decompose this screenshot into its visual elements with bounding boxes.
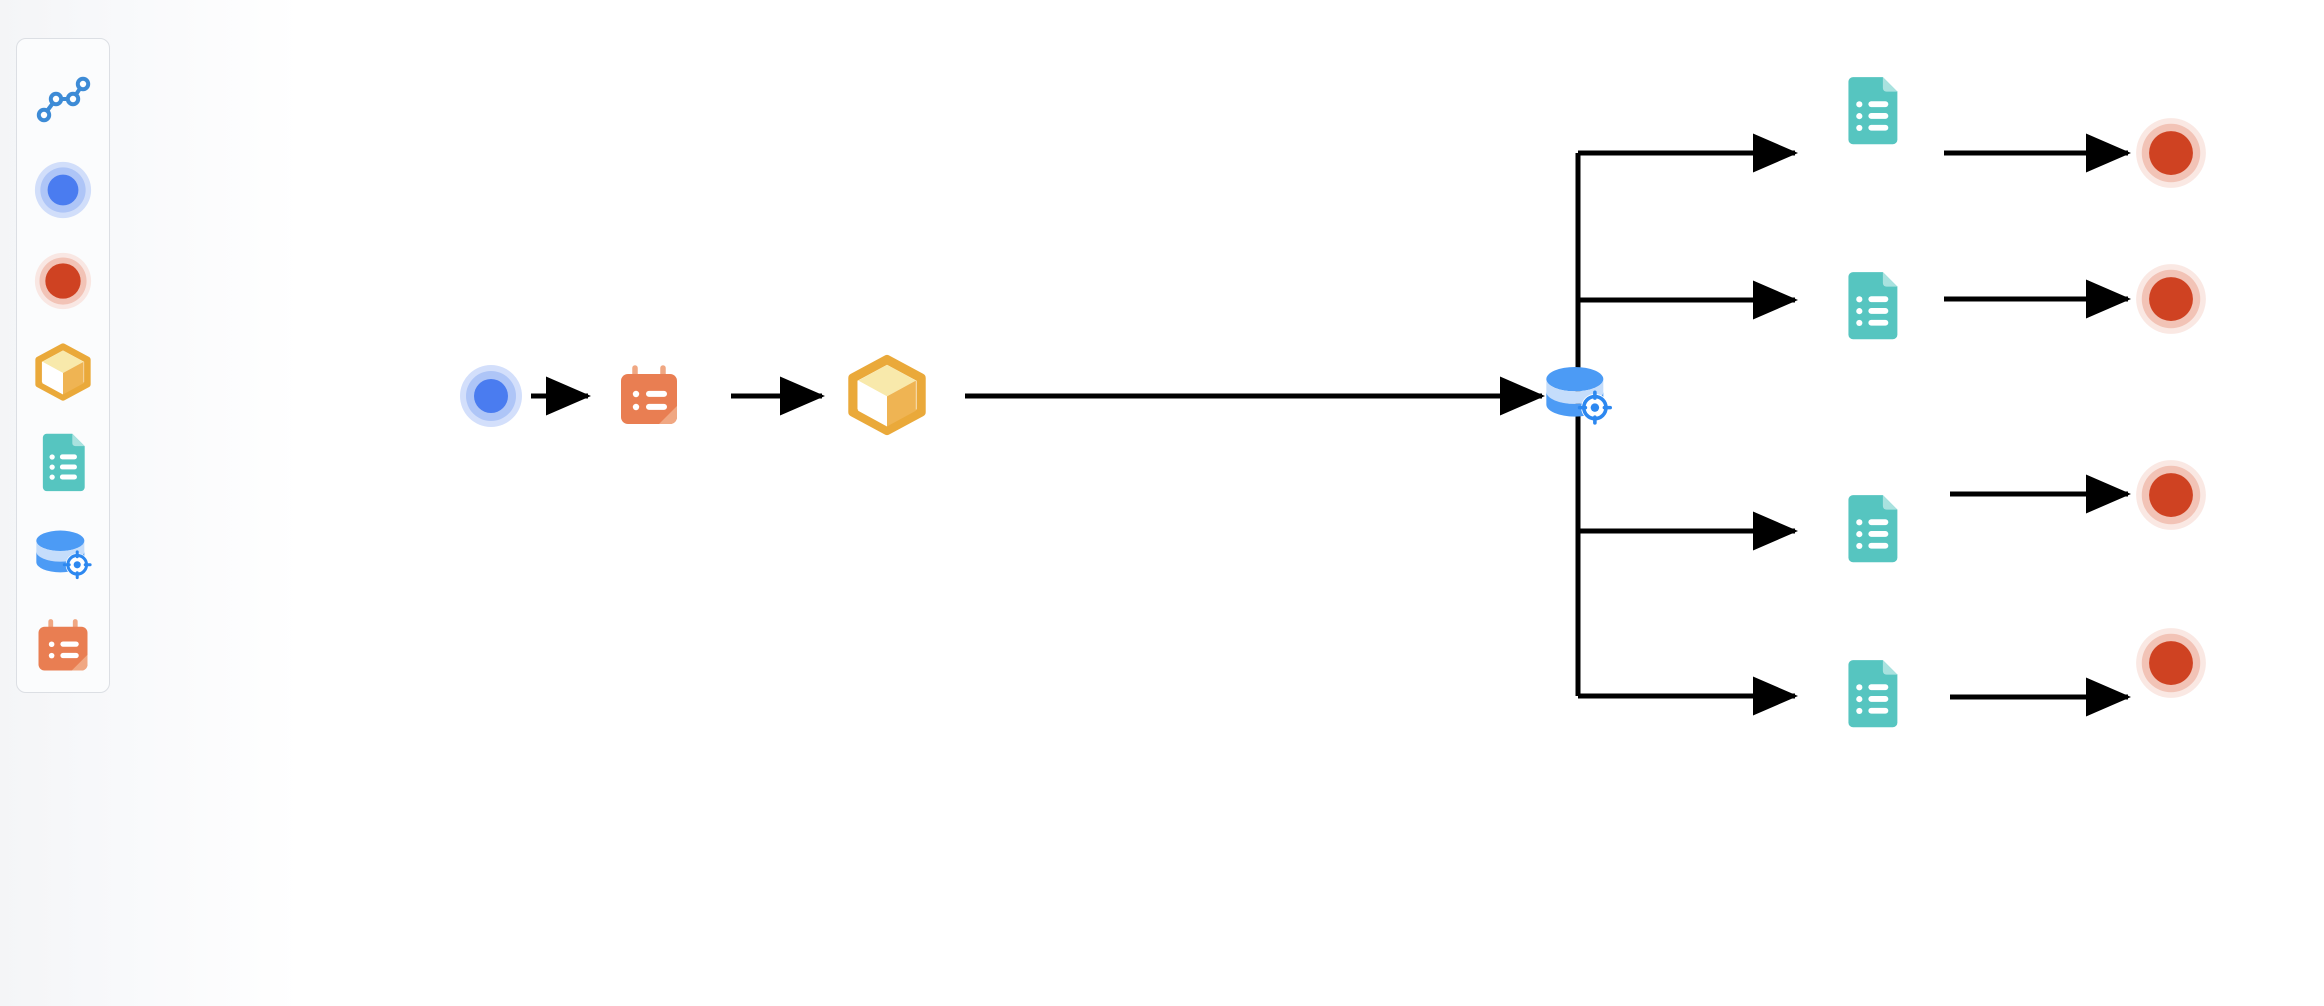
palette-item-document[interactable] [16,418,110,509]
database-target-icon [31,526,95,584]
document-node-1[interactable] [1848,77,1898,145]
calendar-list-icon [35,618,91,674]
palette-item-sink[interactable] [16,236,110,327]
source-node[interactable] [460,365,522,427]
package-box-icon [33,342,93,402]
document-node-4[interactable] [1848,660,1898,728]
palette-item-database[interactable] [16,509,110,600]
edge-layer [531,133,2132,717]
palette-item-source[interactable] [16,144,110,235]
palette-item-package[interactable] [16,327,110,418]
sink-node-3[interactable] [2136,460,2206,530]
sink-node-1[interactable] [2136,118,2206,188]
palette-item-schedule[interactable] [16,601,110,692]
node-layer [460,77,2206,728]
schedule-node[interactable] [621,368,677,424]
sink-node-icon [34,252,92,310]
palette-item-graph[interactable] [16,53,110,144]
document-node-3[interactable] [1848,495,1898,563]
source-node-icon [34,161,92,219]
database-hub-node[interactable] [1544,365,1613,425]
node-palette[interactable] [16,38,110,693]
document-list-icon [38,433,88,495]
package-node[interactable] [853,360,921,431]
sink-node-2[interactable] [2136,264,2206,334]
document-node-2[interactable] [1848,272,1898,340]
sink-node-4[interactable] [2136,628,2206,698]
network-graph-icon [34,73,92,125]
